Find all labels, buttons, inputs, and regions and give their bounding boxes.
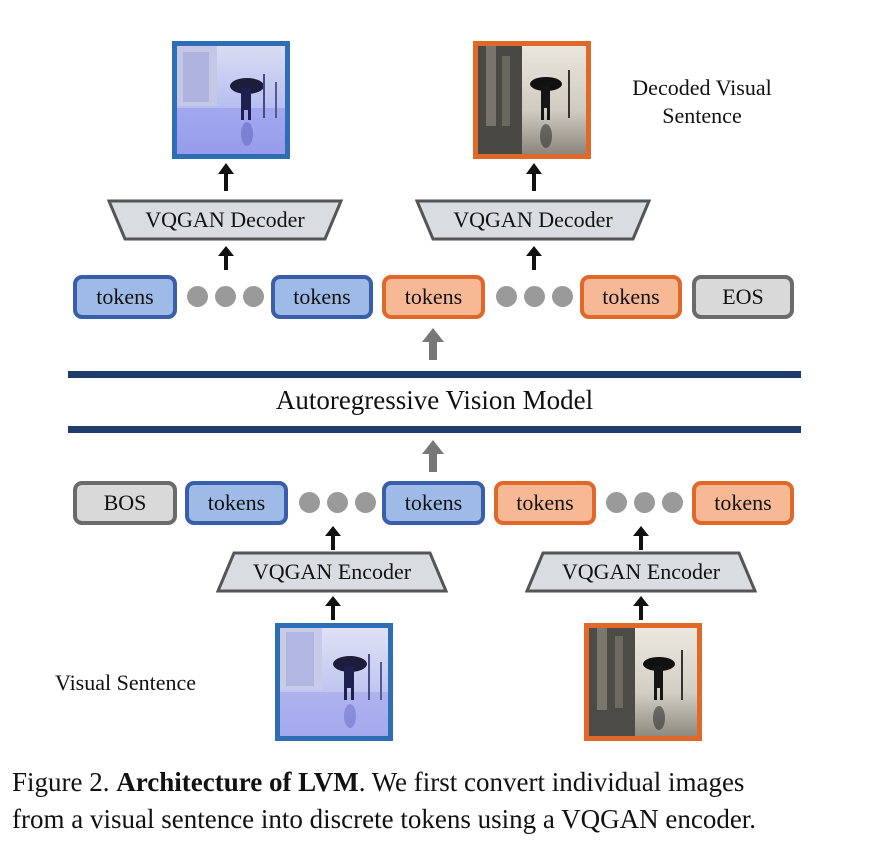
arrow-up-tokens-to-decoder1	[218, 246, 234, 270]
caption-line-1: Figure 2. Architecture of LVM. We first …	[12, 764, 756, 801]
decoded-image-orange	[473, 41, 591, 159]
arrow-up-model-to-output	[422, 328, 444, 360]
caption-line-2: from a visual sentence into discrete tok…	[12, 804, 757, 834]
vqgan-encoder-2: VQGAN Encoder	[525, 551, 757, 593]
top-token-4: tokens	[580, 275, 682, 319]
input-image-blue	[275, 623, 393, 741]
decoded-image-blue	[172, 41, 290, 159]
vqgan-decoder-2-label: VQGAN Decoder	[453, 207, 613, 232]
arrow-up-tokens-to-decoder2	[526, 246, 542, 270]
model-bottom-bar	[68, 426, 801, 433]
decoded-label-line2: Sentence	[662, 103, 742, 128]
dot	[327, 492, 348, 513]
bottom-ellipsis-2	[606, 492, 683, 513]
dot	[355, 492, 376, 513]
caption-title: Architecture of LVM	[116, 767, 359, 797]
vqgan-decoder-1-label: VQGAN Decoder	[145, 207, 305, 232]
top-token-eos: EOS	[692, 275, 794, 319]
arrow-up-decoder1-to-image	[218, 163, 234, 191]
top-token-2: tokens	[271, 275, 373, 319]
vqgan-decoder-1: VQGAN Decoder	[107, 199, 343, 241]
vqgan-encoder-1-label: VQGAN Encoder	[252, 559, 412, 584]
arrow-up-encoder1-to-tokens	[325, 526, 341, 550]
bottom-token-2: tokens	[382, 481, 485, 525]
dot	[552, 286, 573, 307]
dot	[243, 286, 264, 307]
dot	[524, 286, 545, 307]
dot	[299, 492, 320, 513]
top-token-1: tokens	[73, 275, 177, 319]
dot	[634, 492, 655, 513]
top-ellipsis-1	[187, 286, 264, 307]
dot	[187, 286, 208, 307]
bottom-token-1: tokens	[185, 481, 288, 525]
vqgan-decoder-2: VQGAN Decoder	[415, 199, 651, 241]
bottom-token-3: tokens	[494, 481, 596, 525]
caption-line1-rest: . We first convert individual images	[358, 767, 745, 797]
top-token-3: tokens	[382, 275, 485, 319]
vqgan-encoder-1: VQGAN Encoder	[216, 551, 448, 593]
vqgan-encoder-2-label: VQGAN Encoder	[561, 559, 721, 584]
bottom-token-4: tokens	[692, 481, 794, 525]
input-image-orange	[584, 623, 702, 741]
dot	[496, 286, 517, 307]
visual-sentence-label: Visual Sentence	[55, 670, 197, 695]
arrow-up-image1-to-encoder	[325, 596, 341, 620]
arrow-up-image2-to-encoder	[633, 596, 649, 620]
top-ellipsis-2	[496, 286, 573, 307]
arrow-up-input-to-model	[422, 440, 444, 472]
model-label: Autoregressive Vision Model	[275, 385, 594, 415]
dot	[606, 492, 627, 513]
bottom-token-bos: BOS	[73, 481, 177, 525]
arrow-up-encoder2-to-tokens	[633, 526, 649, 550]
caption-prefix: Figure 2.	[12, 767, 117, 797]
dot	[662, 492, 683, 513]
figure-caption: Figure 2. Architecture of LVM. We first …	[12, 764, 756, 838]
decoded-visual-sentence-label: Decoded Visual Sentence	[612, 74, 792, 130]
arrow-up-decoder2-to-image	[526, 163, 542, 191]
decoded-label-line1: Decoded Visual	[632, 75, 772, 100]
model-top-bar	[68, 371, 801, 378]
bottom-ellipsis-1	[299, 492, 376, 513]
dot	[215, 286, 236, 307]
